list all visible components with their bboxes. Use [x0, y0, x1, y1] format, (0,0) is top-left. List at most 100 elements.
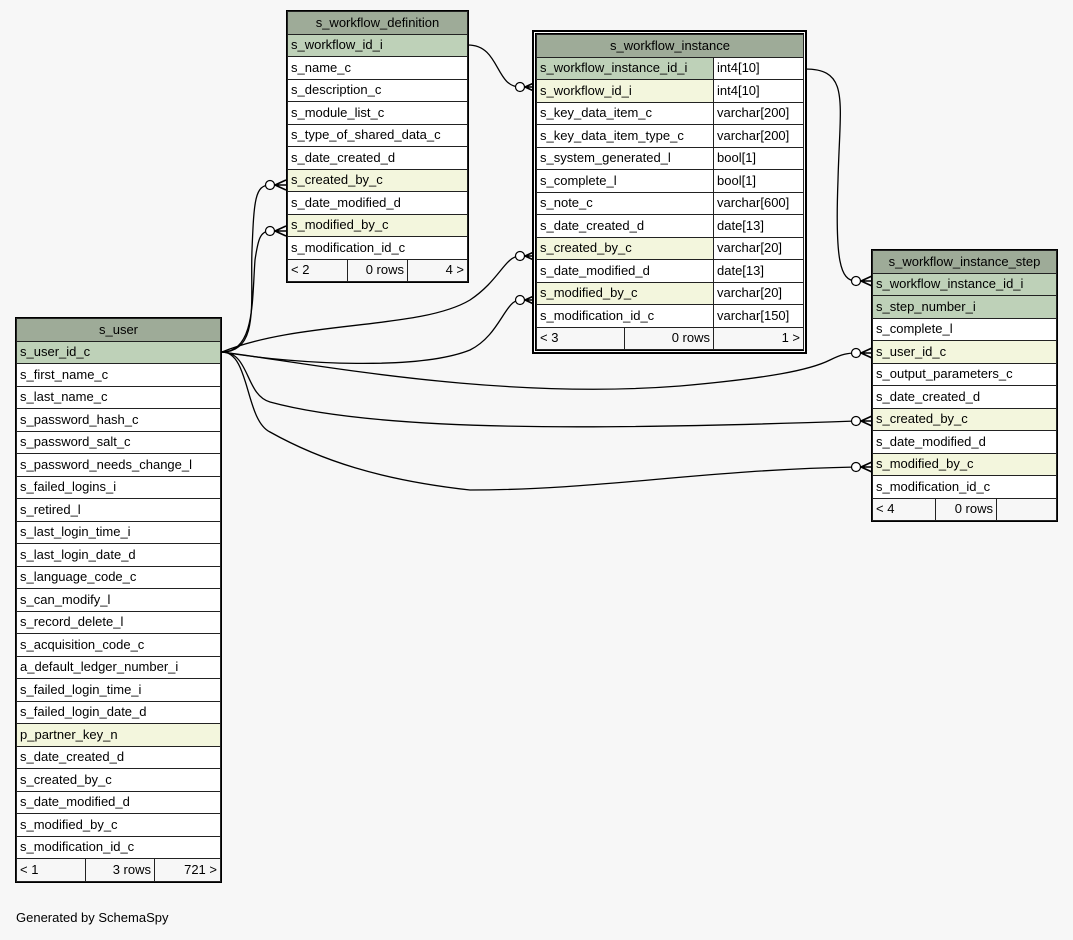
column-row[interactable]: a_default_ledger_number_i	[16, 655, 221, 679]
column-row[interactable]: s_modification_id_c	[16, 835, 221, 859]
primary-key-column[interactable]: s_user_id_c	[16, 340, 221, 364]
column-name[interactable]: s_acquisition_code_c	[16, 633, 221, 657]
column-name[interactable]: s_can_modify_l	[16, 588, 221, 612]
column-name[interactable]: s_modification_id_c	[536, 304, 714, 328]
relationship-line[interactable]	[804, 68, 857, 282]
column-name[interactable]: s_failed_login_time_i	[16, 678, 221, 702]
column-name[interactable]: s_modification_id_c	[872, 475, 1057, 499]
column-row[interactable]: s_created_by_c	[287, 168, 468, 192]
column-row[interactable]: s_type_of_shared_data_c	[287, 123, 468, 147]
column-name[interactable]: s_password_hash_c	[16, 408, 221, 432]
column-row[interactable]: s_password_salt_c	[16, 430, 221, 454]
column-name[interactable]: s_output_parameters_c	[872, 362, 1057, 386]
column-row[interactable]: s_complete_l	[872, 317, 1057, 341]
foreign-key-column[interactable]: s_created_by_c	[536, 236, 714, 260]
column-row[interactable]: s_date_created_d	[287, 146, 468, 170]
column-row[interactable]: s_failed_login_date_d	[16, 700, 221, 724]
foreign-key-column[interactable]: s_created_by_c	[872, 407, 1057, 431]
children-count-link[interactable]: 4 >	[407, 258, 468, 282]
column-row[interactable]: s_date_created_d	[872, 385, 1057, 409]
column-row[interactable]: s_failed_login_time_i	[16, 678, 221, 702]
column-name[interactable]: s_key_data_item_type_c	[536, 124, 714, 148]
column-name[interactable]: s_module_list_c	[287, 101, 468, 125]
column-row[interactable]: s_user_id_c	[872, 340, 1057, 364]
column-row[interactable]: s_description_c	[287, 78, 468, 102]
parents-count-link[interactable]: < 1	[16, 858, 86, 882]
column-name[interactable]: s_last_login_time_i	[16, 520, 221, 544]
column-name[interactable]: s_system_generated_l	[536, 146, 714, 170]
column-row[interactable]: s_failed_logins_i	[16, 475, 221, 499]
column-row[interactable]: s_created_by_c	[872, 407, 1057, 431]
column-name[interactable]: s_date_created_d	[16, 745, 221, 769]
column-name[interactable]: s_password_needs_change_l	[16, 453, 221, 477]
column-name[interactable]: s_first_name_c	[16, 363, 221, 387]
relationship-line[interactable]	[221, 351, 857, 491]
column-name[interactable]: s_complete_l	[536, 169, 714, 193]
column-name[interactable]: s_last_login_date_d	[16, 543, 221, 567]
column-row[interactable]: s_last_login_time_i	[16, 520, 221, 544]
foreign-key-column[interactable]: s_modified_by_c	[872, 452, 1057, 476]
column-name[interactable]: s_note_c	[536, 191, 714, 215]
column-row[interactable]: s_acquisition_code_c	[16, 633, 221, 657]
column-name[interactable]: s_modified_by_c	[16, 813, 221, 837]
parents-count-link[interactable]: < 2	[287, 258, 348, 282]
column-row[interactable]: s_retired_l	[16, 498, 221, 522]
column-row[interactable]: s_step_number_i	[872, 295, 1057, 319]
column-name[interactable]: s_key_data_item_c	[536, 101, 714, 125]
column-row[interactable]: s_date_modified_d	[16, 790, 221, 814]
children-count-link[interactable]: 1 >	[712, 326, 805, 350]
column-name[interactable]: s_date_modified_d	[287, 191, 468, 215]
column-row[interactable]: s_name_c	[287, 56, 468, 80]
column-name[interactable]: s_complete_l	[872, 317, 1057, 341]
column-row[interactable]: s_modification_id_c	[287, 236, 468, 260]
column-name[interactable]: s_modification_id_c	[16, 835, 221, 859]
column-name[interactable]: s_failed_logins_i	[16, 475, 221, 499]
column-name[interactable]: s_date_modified_d	[872, 430, 1057, 454]
column-name[interactable]: s_created_by_c	[16, 768, 221, 792]
foreign-key-column[interactable]: s_modified_by_c	[287, 213, 468, 237]
column-name[interactable]: s_last_name_c	[16, 385, 221, 409]
relationship-line[interactable]	[221, 351, 857, 390]
column-name[interactable]: s_language_code_c	[16, 565, 221, 589]
column-name[interactable]: a_default_ledger_number_i	[16, 655, 221, 679]
foreign-key-column[interactable]: s_workflow_id_i	[536, 79, 714, 103]
table-header[interactable]: s_user	[16, 318, 221, 342]
column-name[interactable]: s_date_created_d	[287, 146, 468, 170]
foreign-key-column[interactable]: p_partner_key_n	[16, 723, 221, 747]
relationship-line[interactable]	[467, 44, 521, 88]
relationship-line[interactable]	[221, 299, 521, 365]
column-name[interactable]: s_record_delete_l	[16, 610, 221, 634]
column-name[interactable]: s_retired_l	[16, 498, 221, 522]
column-row[interactable]: s_last_name_c	[16, 385, 221, 409]
parents-count-link[interactable]: < 3	[536, 326, 625, 350]
column-row[interactable]: s_modified_by_c	[287, 213, 468, 237]
column-row[interactable]: s_language_code_c	[16, 565, 221, 589]
column-name[interactable]: s_password_salt_c	[16, 430, 221, 454]
foreign-key-column[interactable]: s_modified_by_c	[536, 281, 714, 305]
relationship-line[interactable]	[221, 351, 857, 428]
foreign-key-column[interactable]: s_user_id_c	[872, 340, 1057, 364]
column-name[interactable]: s_date_created_d	[872, 385, 1057, 409]
column-name[interactable]: s_type_of_shared_data_c	[287, 123, 468, 147]
table-header[interactable]: s_workflow_instance	[535, 34, 805, 58]
primary-key-column[interactable]: s_step_number_i	[872, 295, 1057, 319]
table-header[interactable]: s_workflow_definition	[287, 11, 468, 35]
column-name[interactable]: s_date_modified_d	[536, 259, 714, 283]
column-row[interactable]: s_module_list_c	[287, 101, 468, 125]
column-name[interactable]: s_date_created_d	[536, 214, 714, 238]
column-row[interactable]: s_output_parameters_c	[872, 362, 1057, 386]
column-name[interactable]: s_date_modified_d	[16, 790, 221, 814]
children-count-link[interactable]: 721 >	[154, 858, 221, 882]
primary-key-column[interactable]: s_workflow_instance_id_i	[536, 56, 714, 80]
column-row[interactable]: s_modification_id_c	[872, 475, 1057, 499]
